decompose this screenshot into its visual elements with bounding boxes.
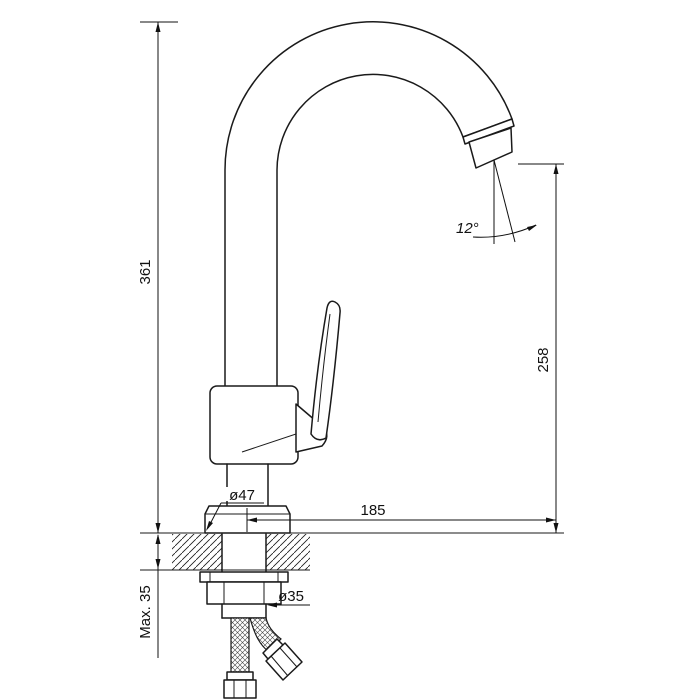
- mounting-hardware: [199, 533, 289, 619]
- arrowhead-angle: [527, 225, 537, 231]
- hose-angled-nut: [265, 642, 303, 681]
- arrowhead-left: [247, 517, 257, 523]
- dimension-base-diameter: ø47: [206, 487, 265, 531]
- dimension-overall-height: 361: [137, 21, 178, 533]
- mounting-washer-plate: [199, 571, 289, 583]
- arrowhead-left: [267, 602, 277, 608]
- arrowhead-up: [155, 22, 161, 32]
- handle-lever-accent: [317, 313, 331, 423]
- dimension-shank-diameter: ø35: [267, 588, 310, 608]
- dim-max35-label: Max. 35: [137, 585, 154, 638]
- arrowhead-down: [553, 523, 559, 533]
- dim-185-label: 185: [360, 502, 385, 519]
- angle-arc: [472, 224, 537, 238]
- dimension-spout-angle: 12°: [456, 159, 537, 244]
- hose-straight-nut: [223, 679, 257, 699]
- countertop-section: [140, 532, 564, 571]
- dim-12deg-label: 12°: [456, 220, 479, 237]
- mixer-body: [209, 385, 299, 465]
- countertop-hatch-left: [172, 534, 222, 570]
- arrowhead-down: [155, 523, 161, 533]
- supply-hoses: [223, 617, 303, 699]
- dim-258-label: 258: [535, 347, 552, 372]
- dim-d35-label: ø35: [278, 588, 304, 605]
- spout-joint-ring: [462, 118, 515, 145]
- dimension-outlet-height: 258: [518, 163, 564, 533]
- angle-tilted-line: [493, 159, 516, 243]
- handle-lever: [310, 300, 341, 441]
- arrowhead-up: [553, 164, 559, 174]
- arrowhead-down: [155, 559, 161, 569]
- mounting-nut: [206, 581, 282, 605]
- countertop-hatch-right: [266, 534, 310, 570]
- dim-361-label: 361: [137, 259, 154, 284]
- hose-straight-collar: [226, 671, 254, 681]
- label-mask: [350, 502, 396, 517]
- angled-nut-facet: [270, 655, 289, 677]
- faucet: [204, 21, 515, 534]
- gooseneck-spout: [224, 21, 513, 393]
- arrowhead-leader: [206, 521, 213, 531]
- label-mask: [220, 487, 265, 501]
- angled-nut-facet: [279, 647, 298, 668]
- dim-d47-label: ø47: [229, 487, 255, 504]
- dimension-spout-reach: 185: [246, 502, 556, 532]
- hose-straight: [230, 617, 250, 673]
- arrowhead-up: [155, 534, 161, 544]
- arrowhead-right: [546, 517, 556, 523]
- dimension-max-thickness: Max. 35: [137, 534, 161, 658]
- spout-nozzle: [468, 127, 513, 169]
